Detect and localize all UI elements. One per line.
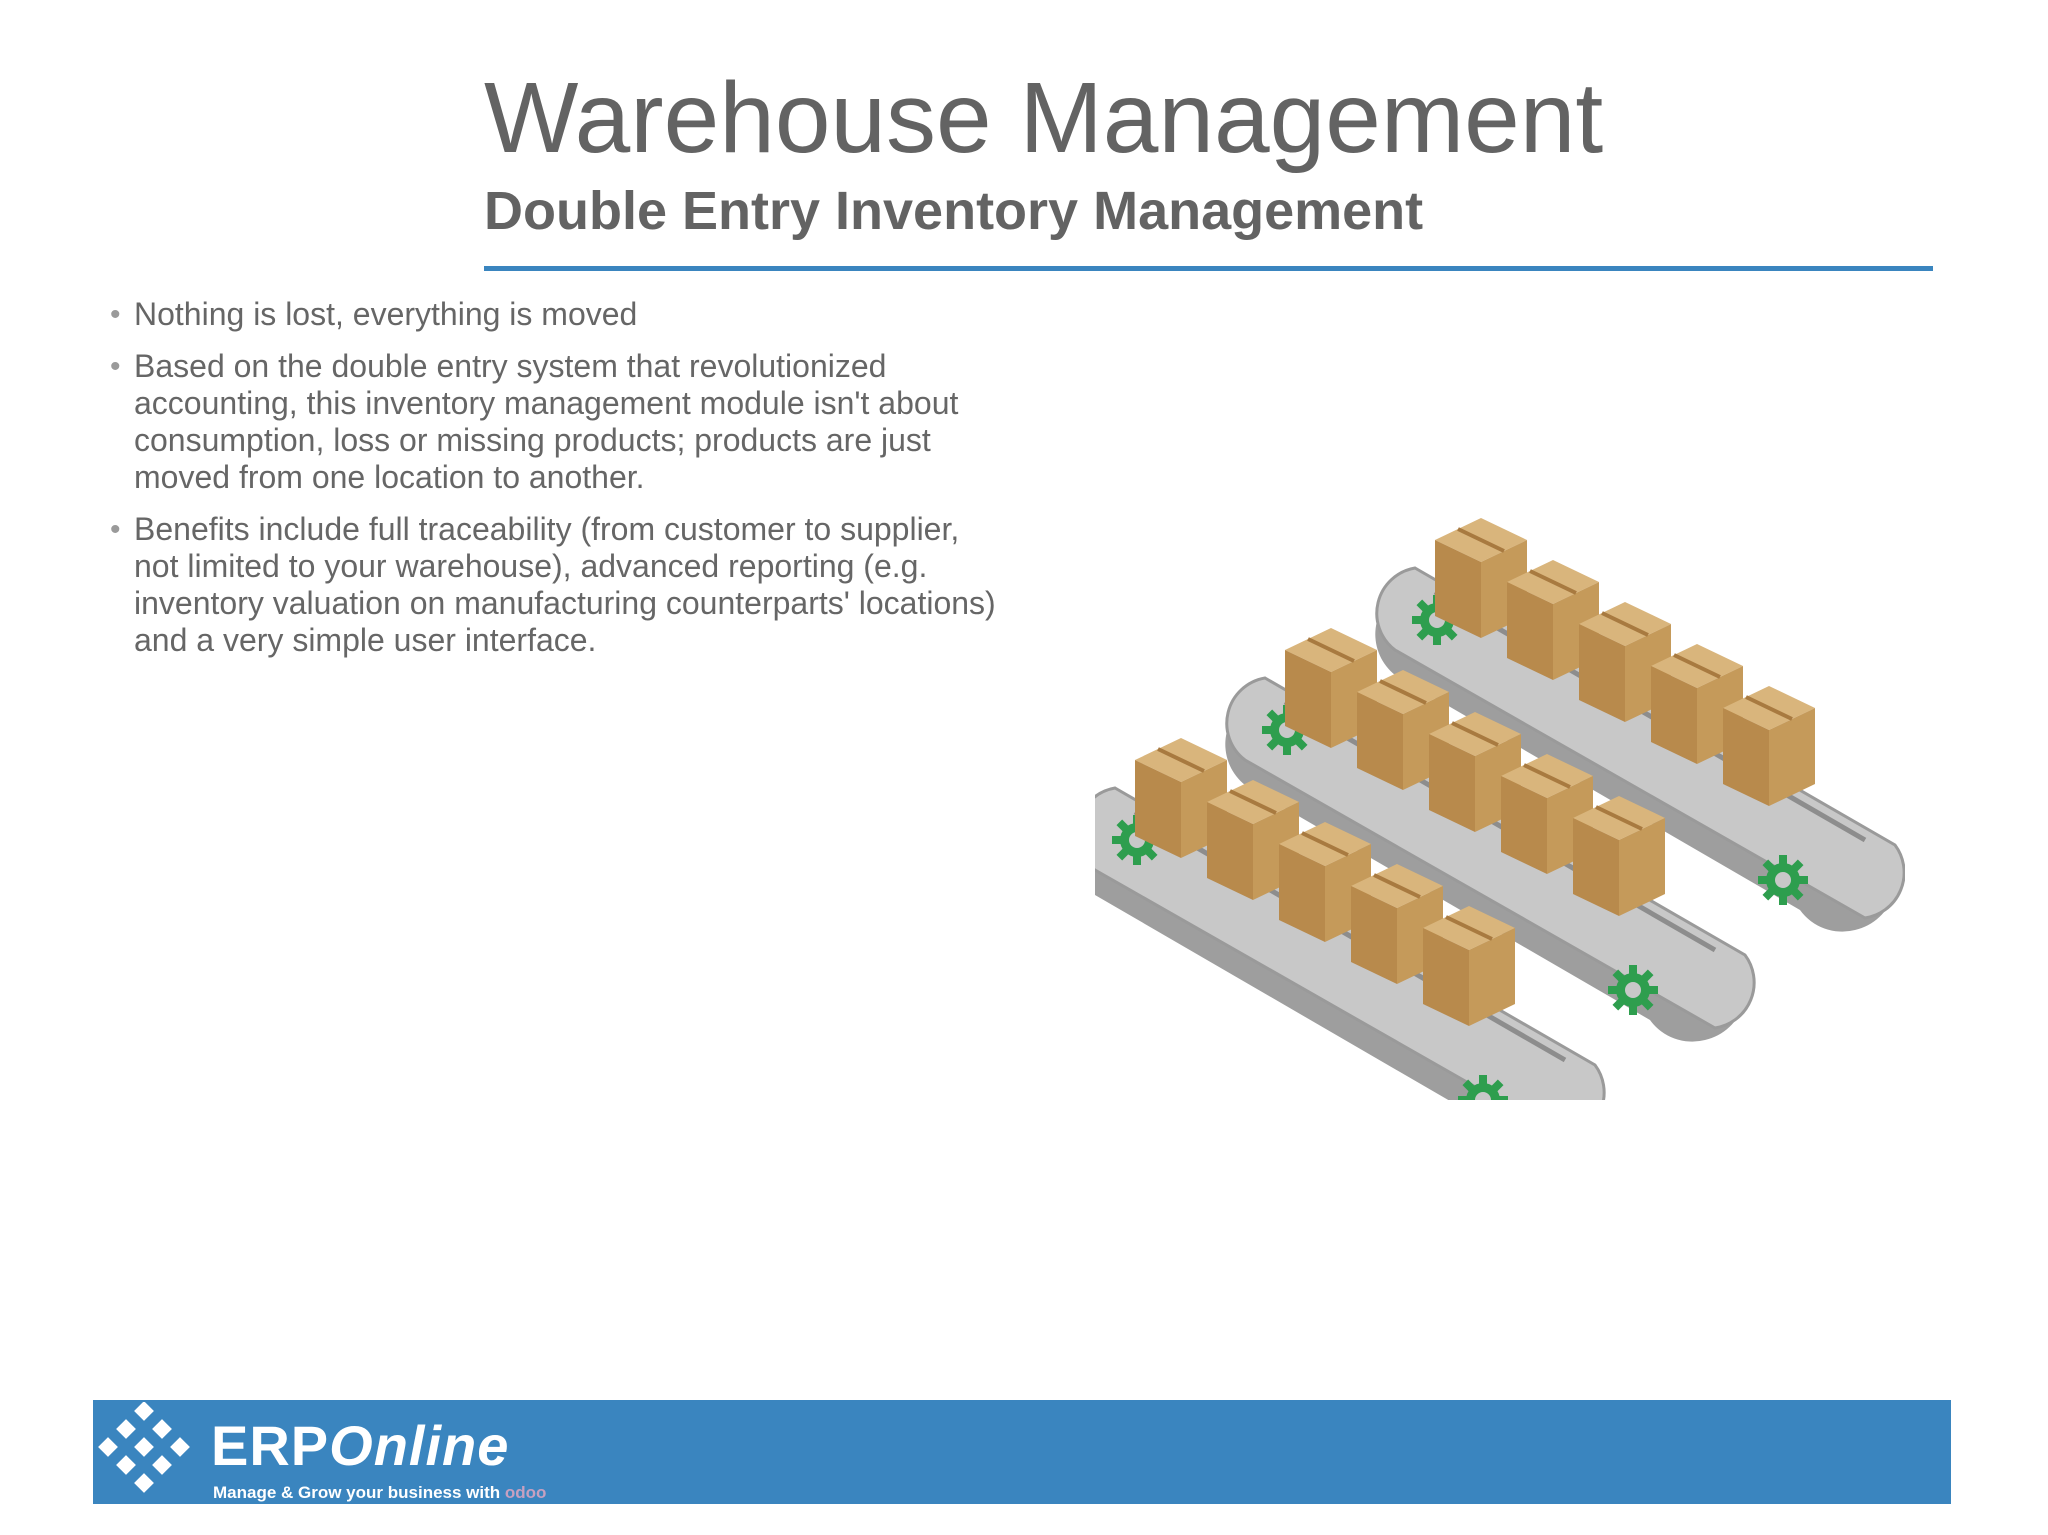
slide-title: Warehouse Management [484, 62, 1604, 174]
bullet-text: Based on the double entry system that re… [134, 348, 959, 495]
bullet-item: • Based on the double entry system that … [110, 348, 1010, 496]
footer-tagline: Manage & Grow your business with odoo [213, 1484, 546, 1502]
bullet-dot: • [110, 513, 121, 546]
bullet-text: Nothing is lost, everything is moved [134, 296, 638, 332]
bullet-text: Benefits include full traceability (from… [134, 511, 996, 658]
title-divider [484, 266, 1933, 271]
tagline-brand: odoo [504, 1483, 547, 1502]
bullet-dot: • [110, 350, 121, 383]
brand-online: Online [329, 1414, 510, 1477]
footer-brand: ERPOnline [211, 1418, 509, 1474]
bullet-item: • Benefits include full traceability (fr… [110, 511, 1010, 659]
slide-subtitle: Double Entry Inventory Management [484, 181, 1424, 241]
bullet-list: • Nothing is lost, everything is moved •… [110, 296, 1010, 674]
conveyor-belts-with-boxes-icon [1095, 516, 1905, 1100]
brand-erp: ERP [211, 1414, 330, 1477]
tagline-text: Manage & Grow your business with [213, 1483, 505, 1502]
erponline-logo-icon [98, 1402, 190, 1493]
footer-bar: ERPOnline Manage & Grow your business wi… [93, 1400, 1951, 1504]
bullet-dot: • [110, 298, 121, 331]
bullet-item: • Nothing is lost, everything is moved [110, 296, 1010, 333]
